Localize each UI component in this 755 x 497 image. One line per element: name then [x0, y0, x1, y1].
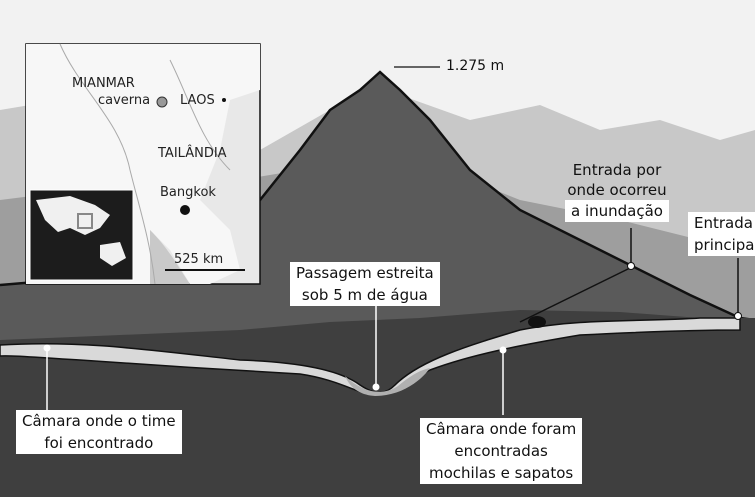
bags-chamber-line-2: encontradas	[420, 440, 583, 462]
flood-passage	[519, 267, 631, 323]
team-chamber-callout: Câmara onde o time foi encontrado	[16, 410, 182, 454]
narrow-passage-line-2: sob 5 m de água	[290, 284, 440, 306]
flood-entrance-callout: Entrada por onde ocorreu a inundação	[565, 160, 669, 222]
laos-marker	[222, 98, 226, 102]
ground	[0, 310, 755, 497]
cave-label: caverna	[98, 93, 151, 108]
water	[345, 368, 430, 396]
world-locator-box	[77, 213, 93, 229]
bangkok-marker	[180, 205, 190, 215]
cave-tunnel	[0, 317, 741, 396]
narrow-passage-line-1: Passagem estreita	[290, 262, 440, 284]
team-chamber-line-2: foi encontrado	[16, 432, 182, 454]
bags-chamber-callout: Câmara onde foram encontradas mochilas e…	[420, 418, 583, 484]
scale-label: 525 km	[174, 252, 224, 267]
flood-entrance-line-3: a inundação	[565, 200, 669, 222]
team-chamber-line-1: Câmara onde o time	[16, 410, 182, 432]
flood-entrance-line-2: onde ocorreu	[567, 181, 667, 199]
bangkok-label: Bangkok	[160, 185, 216, 200]
narrow-passage-callout: Passagem estreita sob 5 m de água	[290, 262, 440, 306]
cave-location-marker	[156, 96, 168, 108]
myanmar-label: MIANMAR	[72, 76, 135, 91]
laos-label: LAOS	[180, 93, 215, 108]
main-entrance-marker	[734, 312, 742, 320]
main-entrance-line-2: principal	[688, 234, 755, 256]
world-land-australia	[100, 242, 126, 266]
main-entrance-callout: Entrada principal	[688, 212, 755, 256]
thailand-label: TAILÂNDIA	[158, 146, 227, 161]
main-entrance-line-1: Entrada	[688, 212, 755, 234]
cave-pocket	[528, 316, 546, 328]
bags-chamber-line-1: Câmara onde foram	[420, 418, 583, 440]
summit-elevation: 1.275 m	[446, 58, 505, 74]
bags-chamber-marker	[499, 346, 507, 354]
flood-entrance-line-1: Entrada por	[572, 161, 662, 179]
flood-entrance-marker	[627, 262, 635, 270]
inset-border-2	[169, 59, 231, 171]
inset-map	[25, 43, 261, 285]
team-chamber-marker	[43, 344, 51, 352]
inset-border-1	[59, 43, 156, 285]
bags-chamber-line-3: mochilas e sapatos	[420, 462, 583, 484]
narrow-passage-marker	[372, 383, 380, 391]
